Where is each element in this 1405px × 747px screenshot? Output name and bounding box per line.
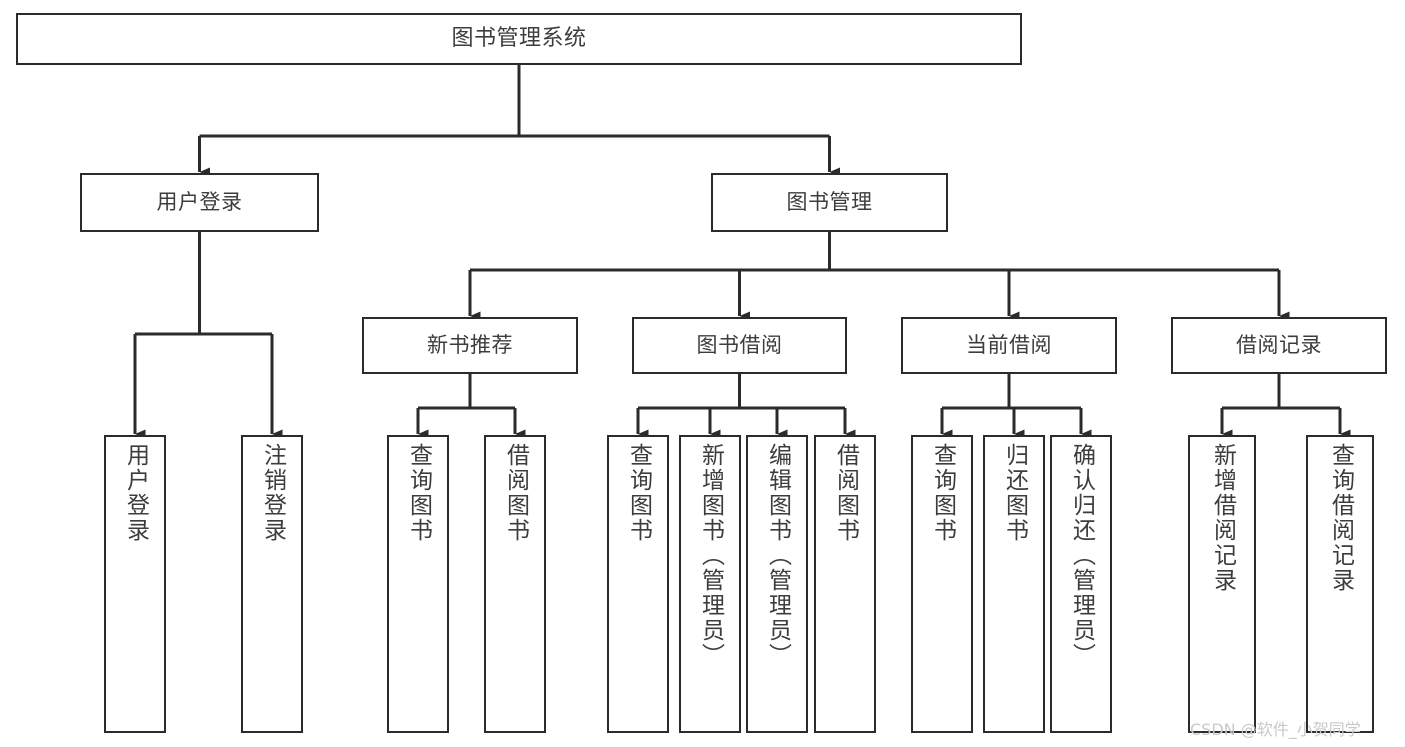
node-label: 查询图书 [929, 443, 956, 543]
leaf-borrow-query-book[interactable]: 查询图书 [607, 435, 669, 733]
leaf-user-login-login[interactable]: 用户登录 [104, 435, 166, 733]
node-label: 新增图书（管理员） [697, 443, 724, 668]
leaf-current-query-book[interactable]: 查询图书 [911, 435, 973, 733]
leaf-current-return-book[interactable]: 归还图书 [983, 435, 1045, 733]
node-current-borrow[interactable]: 当前借阅 [901, 317, 1117, 374]
node-label: 图书借阅 [696, 333, 783, 358]
node-label: 图书管理 [786, 190, 873, 215]
leaf-borrow-borrow-book[interactable]: 借阅图书 [814, 435, 876, 733]
leaf-new-book-query[interactable]: 查询图书 [387, 435, 449, 733]
node-label: 借阅记录 [1236, 333, 1322, 358]
node-label: 注销登录 [259, 443, 286, 543]
node-label: 用户登录 [156, 190, 243, 215]
node-user-login[interactable]: 用户登录 [80, 173, 319, 232]
leaf-borrow-add-book-admin[interactable]: 新增图书（管理员） [679, 435, 741, 733]
leaf-record-query-record[interactable]: 查询借阅记录 [1306, 435, 1374, 733]
node-label: 用户登录 [122, 443, 149, 543]
leaf-new-book-borrow[interactable]: 借阅图书 [484, 435, 546, 733]
node-label: 查询借阅记录 [1327, 443, 1354, 593]
leaf-current-confirm-return-admin[interactable]: 确认归还（管理员） [1050, 435, 1112, 733]
leaf-borrow-edit-book-admin[interactable]: 编辑图书（管理员） [746, 435, 808, 733]
csdn-watermark: CSDN @软件_小贺同学 [1190, 720, 1361, 739]
node-label: 查询图书 [405, 443, 432, 543]
node-label: 确认归还（管理员） [1068, 443, 1095, 668]
node-book-management[interactable]: 图书管理 [711, 173, 948, 232]
leaf-user-login-logout[interactable]: 注销登录 [241, 435, 303, 733]
node-root-system[interactable]: 图书管理系统 [16, 13, 1022, 65]
node-label: 图书管理系统 [451, 26, 587, 52]
node-label: 归还图书 [1001, 443, 1028, 543]
node-label: 编辑图书（管理员） [764, 443, 791, 668]
node-label: 查询图书 [625, 443, 652, 543]
node-new-book-recommend[interactable]: 新书推荐 [362, 317, 578, 374]
leaf-record-add-record[interactable]: 新增借阅记录 [1188, 435, 1256, 733]
node-label: 新增借阅记录 [1209, 443, 1236, 593]
node-label: 新书推荐 [427, 333, 513, 358]
node-book-borrow[interactable]: 图书借阅 [632, 317, 847, 374]
node-label: 借阅图书 [502, 443, 529, 543]
node-label: 当前借阅 [966, 333, 1052, 358]
node-label: 借阅图书 [832, 443, 859, 543]
node-borrow-record[interactable]: 借阅记录 [1171, 317, 1387, 374]
